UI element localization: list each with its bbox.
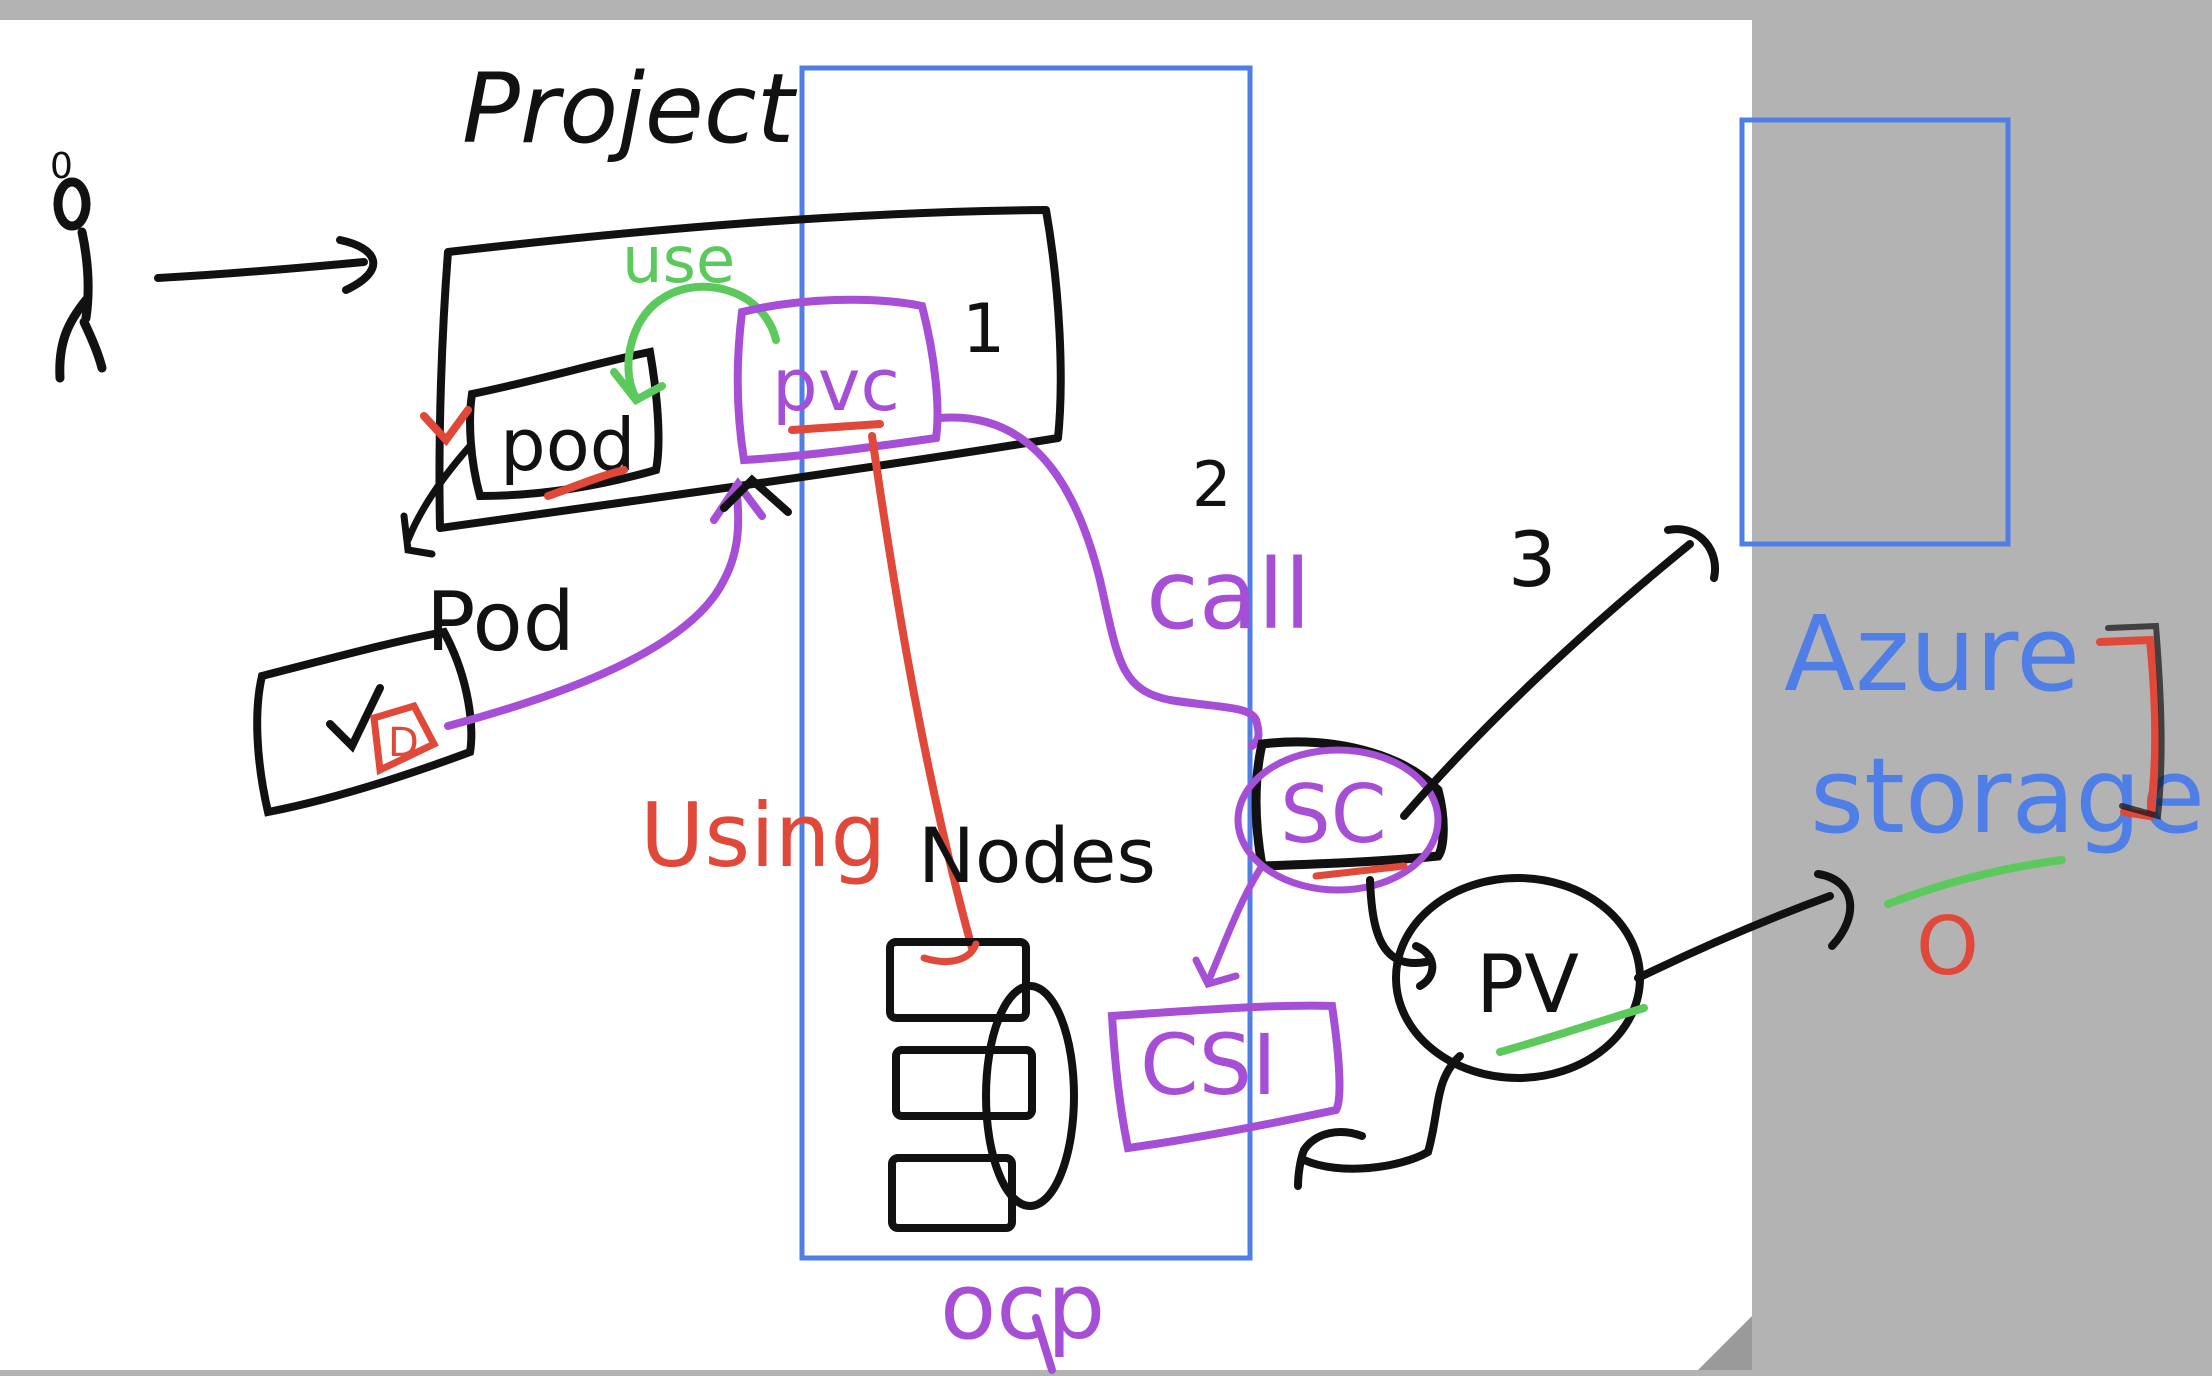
sc-circle bbox=[1234, 746, 1442, 894]
ocp-cluster-boundary bbox=[799, 65, 1253, 1261]
pvc-underline bbox=[788, 420, 884, 434]
project-number: 1 bbox=[962, 290, 1005, 369]
pod-outside-label: Pod bbox=[426, 575, 575, 670]
pvc-to-sc-call-path bbox=[936, 413, 1263, 750]
black-arrow-head bbox=[720, 474, 792, 516]
ocp-label: ocp bbox=[940, 1253, 1105, 1360]
azure-storage-box bbox=[1739, 117, 2011, 547]
pod-bracket bbox=[400, 442, 474, 558]
pod-check-mark bbox=[420, 406, 472, 447]
pv-label: PV bbox=[1476, 938, 1579, 1031]
pv-to-storage-arrow bbox=[1634, 870, 1855, 982]
pvc-label: pvc bbox=[772, 343, 900, 427]
sc-to-csi-arrow bbox=[1192, 862, 1266, 989]
sc-label: SC bbox=[1280, 768, 1387, 861]
azure-label: Azure bbox=[1784, 593, 2080, 715]
storage-label: storage bbox=[1810, 735, 2205, 857]
stick-figure-icon bbox=[53, 177, 107, 383]
sc-to-azure-arrow bbox=[1400, 525, 1720, 820]
sc-to-pv-connector bbox=[1366, 876, 1437, 990]
server-red-mark bbox=[920, 940, 980, 965]
csi-box bbox=[1107, 1001, 1344, 1153]
sc-underline bbox=[1312, 862, 1408, 880]
ocp-tail bbox=[1032, 1314, 1056, 1374]
pod-inside-box bbox=[466, 347, 663, 501]
pod-outside-box bbox=[253, 627, 476, 817]
pod-marker-box bbox=[370, 701, 439, 776]
step-two-label: 2 bbox=[1192, 448, 1231, 521]
storage-underline bbox=[1884, 856, 2066, 908]
pvc-box bbox=[733, 295, 942, 465]
whiteboard-canvas bbox=[0, 20, 1752, 1370]
project-title: Project bbox=[462, 53, 798, 165]
storage-black-bracket bbox=[2105, 622, 2165, 820]
actor-to-project-arrow bbox=[154, 236, 378, 294]
pv-underline bbox=[1496, 1004, 1648, 1056]
nodes-label: Nodes bbox=[918, 811, 1156, 900]
call-label: call bbox=[1146, 539, 1311, 651]
storage-red-bracket bbox=[2096, 635, 2160, 821]
storage-marker-label: O bbox=[1916, 900, 1979, 993]
using-label: Using bbox=[640, 784, 886, 887]
step-three-label: 3 bbox=[1508, 515, 1556, 604]
pod-marker-label: D bbox=[388, 720, 419, 766]
actor-number: 0 bbox=[50, 146, 73, 187]
page-corner-fold bbox=[1698, 1316, 1752, 1370]
csi-label: CSI bbox=[1140, 1016, 1277, 1114]
server-stack-icon bbox=[886, 938, 1078, 1232]
pod-underline bbox=[544, 466, 628, 500]
using-line bbox=[868, 432, 976, 952]
checkmark-icon bbox=[326, 684, 384, 753]
csi-to-pv-connector bbox=[1294, 1052, 1464, 1190]
